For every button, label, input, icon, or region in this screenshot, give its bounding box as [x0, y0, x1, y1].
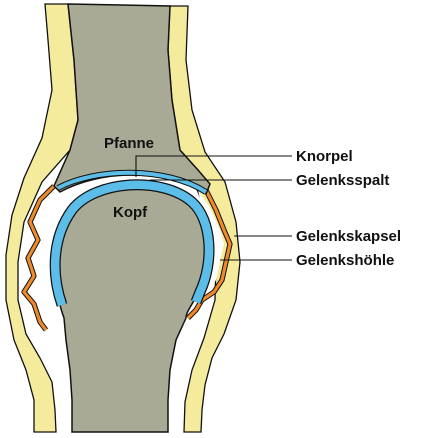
label-pfanne: Pfanne [104, 135, 154, 152]
label-gelenkskapsel: Gelenkskapsel [296, 228, 401, 245]
label-kopf: Kopf [113, 204, 148, 221]
label-gelenksspalt: Gelenksspalt [296, 172, 389, 189]
label-knorpel: Knorpel [296, 148, 353, 165]
label-gelenkshoehle: Gelenkshöhle [296, 252, 394, 269]
lower-bone [56, 189, 207, 432]
